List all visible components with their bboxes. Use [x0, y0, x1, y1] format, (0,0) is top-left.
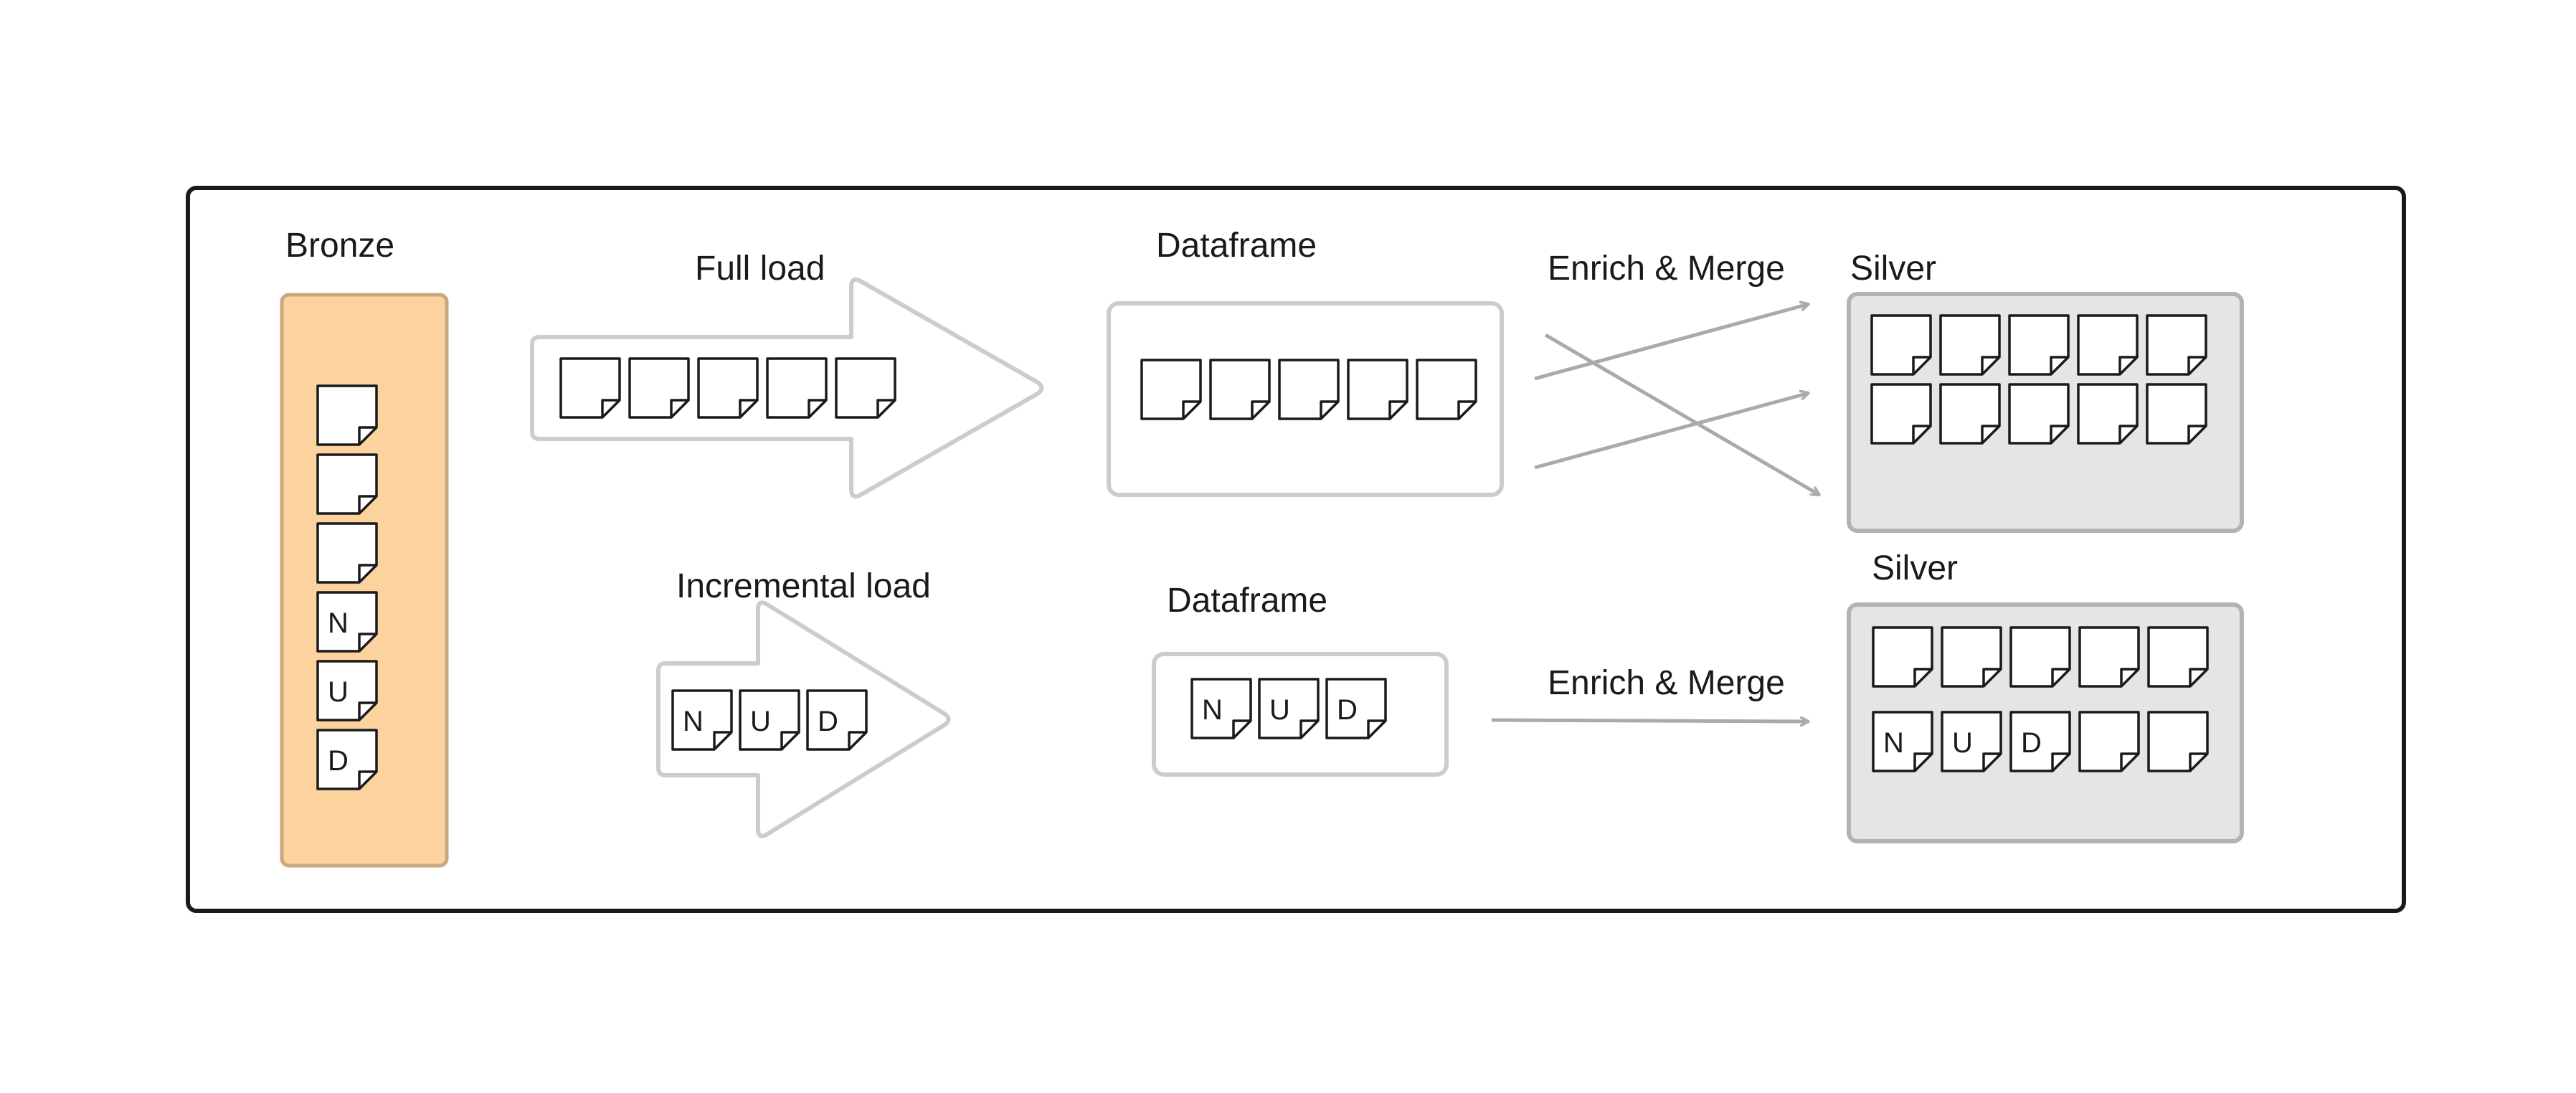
document-icon	[2147, 626, 2209, 688]
document-letter: D	[818, 706, 838, 737]
incremental-load-label: Incremental load	[676, 567, 931, 605]
document-icon	[835, 357, 896, 419]
bronze-documents: N U D	[316, 384, 378, 790]
document-icon	[2147, 711, 2209, 772]
document-icon	[316, 453, 378, 515]
document-letter: U	[328, 676, 349, 708]
document-icon	[2078, 626, 2140, 688]
document-icon: D	[316, 729, 378, 790]
dataframe-top-documents	[1140, 359, 1477, 420]
silver-top-documents	[1870, 314, 2207, 445]
silver-top-label: Silver	[1850, 250, 1936, 288]
document-icon	[628, 357, 690, 419]
document-icon: U	[1941, 711, 2002, 772]
document-icon	[1939, 314, 2001, 376]
document-icon	[1140, 359, 1202, 420]
document-icon: U	[739, 689, 800, 751]
document-icon	[316, 522, 378, 584]
full-load-documents	[559, 357, 896, 419]
enrich-merge-bottom-label: Enrich & Merge	[1548, 664, 1785, 702]
document-icon	[766, 357, 828, 419]
document-icon: N	[671, 689, 733, 751]
document-icon	[1416, 359, 1477, 420]
document-icon	[2078, 711, 2140, 772]
document-icon	[1347, 359, 1408, 420]
document-icon	[2009, 626, 2071, 688]
document-letter: N	[1202, 694, 1223, 726]
document-icon	[2008, 314, 2070, 376]
document-letter: N	[1883, 727, 1904, 759]
document-icon	[1872, 626, 1933, 688]
document-icon	[2077, 383, 2139, 445]
document-icon	[697, 357, 759, 419]
document-icon	[1870, 383, 1932, 445]
document-icon: D	[1325, 678, 1387, 739]
document-icon: N	[316, 591, 378, 653]
connector-bottom-to-row2	[1534, 393, 1809, 470]
document-icon: U	[1258, 678, 1320, 739]
document-letter: U	[1952, 727, 1973, 759]
document-letter: D	[1337, 694, 1358, 726]
document-letter: N	[328, 607, 349, 639]
document-icon	[2146, 314, 2207, 376]
full-load-label: Full load	[695, 250, 825, 288]
silver-bottom-label: Silver	[1872, 549, 1958, 587]
connector-top-to-row1	[1534, 304, 1809, 381]
document-letter: U	[750, 706, 771, 737]
document-letter: N	[683, 706, 704, 737]
document-icon: N	[1872, 711, 1933, 772]
document-icon: N	[1190, 678, 1252, 739]
connector-cross-down	[1544, 333, 1819, 497]
document-icon: D	[806, 689, 868, 751]
document-letter: D	[2021, 727, 2042, 759]
bronze-label: Bronze	[285, 227, 394, 265]
dataframe-bottom-label: Dataframe	[1167, 582, 1327, 620]
dataframe-top-label: Dataframe	[1156, 227, 1317, 265]
document-icon	[1941, 626, 2002, 688]
document-icon	[2077, 314, 2139, 376]
document-icon: D	[2009, 711, 2071, 772]
incremental-load-arrow	[656, 600, 951, 838]
connector-incremental	[1491, 720, 1809, 721]
document-icon	[1278, 359, 1340, 420]
document-icon	[2008, 383, 2070, 445]
document-icon	[1870, 314, 1932, 376]
document-icon: U	[316, 660, 378, 721]
document-icon	[316, 384, 378, 446]
document-icon	[559, 357, 621, 419]
enrich-merge-top-label: Enrich & Merge	[1548, 250, 1785, 288]
document-icon	[2146, 383, 2207, 445]
document-icon	[1209, 359, 1271, 420]
document-icon	[1939, 383, 2001, 445]
document-letter: U	[1269, 694, 1290, 726]
document-letter: D	[328, 745, 349, 777]
